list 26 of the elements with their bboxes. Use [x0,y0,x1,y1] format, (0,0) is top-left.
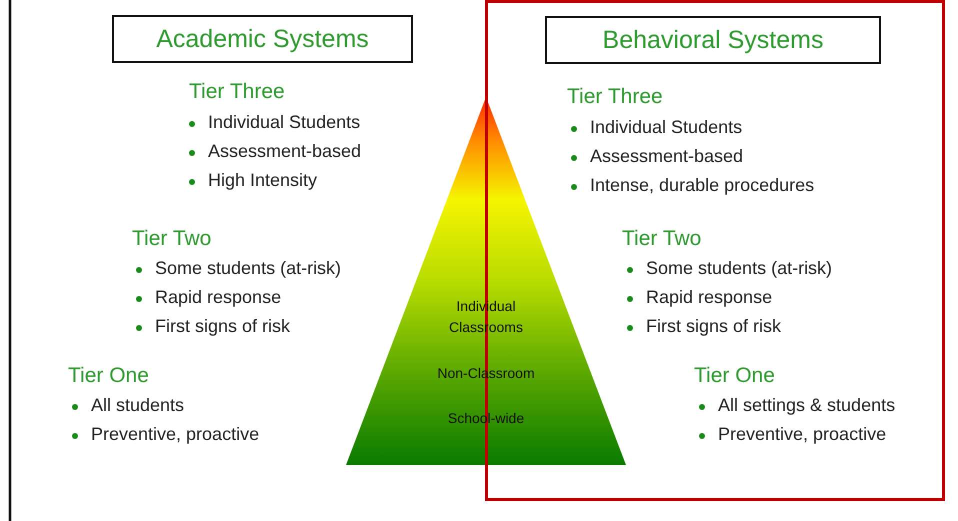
bullet-text: Assessment-based [590,146,744,167]
bullet-text: Some students (at-risk) [646,258,832,279]
bullet-text: Individual Students [208,112,360,133]
heading-box [112,15,413,63]
tier-heading: Tier One [694,364,775,388]
tier-heading: Tier Two [132,227,212,251]
bullet-text: Individual Students [590,117,742,138]
heading-box [545,16,881,64]
bullet-text: Preventive, proactive [91,424,260,445]
bullet-text: Preventive, proactive [718,424,886,445]
system-heading: Academic Systems [156,24,369,54]
bullet-text: Rapid response [646,287,772,308]
bullet-text: High Intensity [208,170,318,191]
tier-heading: Tier Two [622,227,702,251]
bullet-text: All settings & students [718,395,896,416]
tier-heading: Tier Three [567,85,663,109]
bullet-text: First signs of risk [155,316,290,337]
bullet-text: Assessment-based [208,141,362,162]
bullet-text: Intense, durable procedures [590,175,814,196]
bullet-text: First signs of risk [646,316,782,337]
bullet-text: Some students (at-risk) [155,258,342,279]
bullet-text: Rapid response [155,287,282,308]
tier-heading: Tier Three [189,80,285,104]
system-heading: Behavioral Systems [602,26,824,54]
tier-heading: Tier One [68,364,149,388]
bullet-text: All students [91,395,184,416]
